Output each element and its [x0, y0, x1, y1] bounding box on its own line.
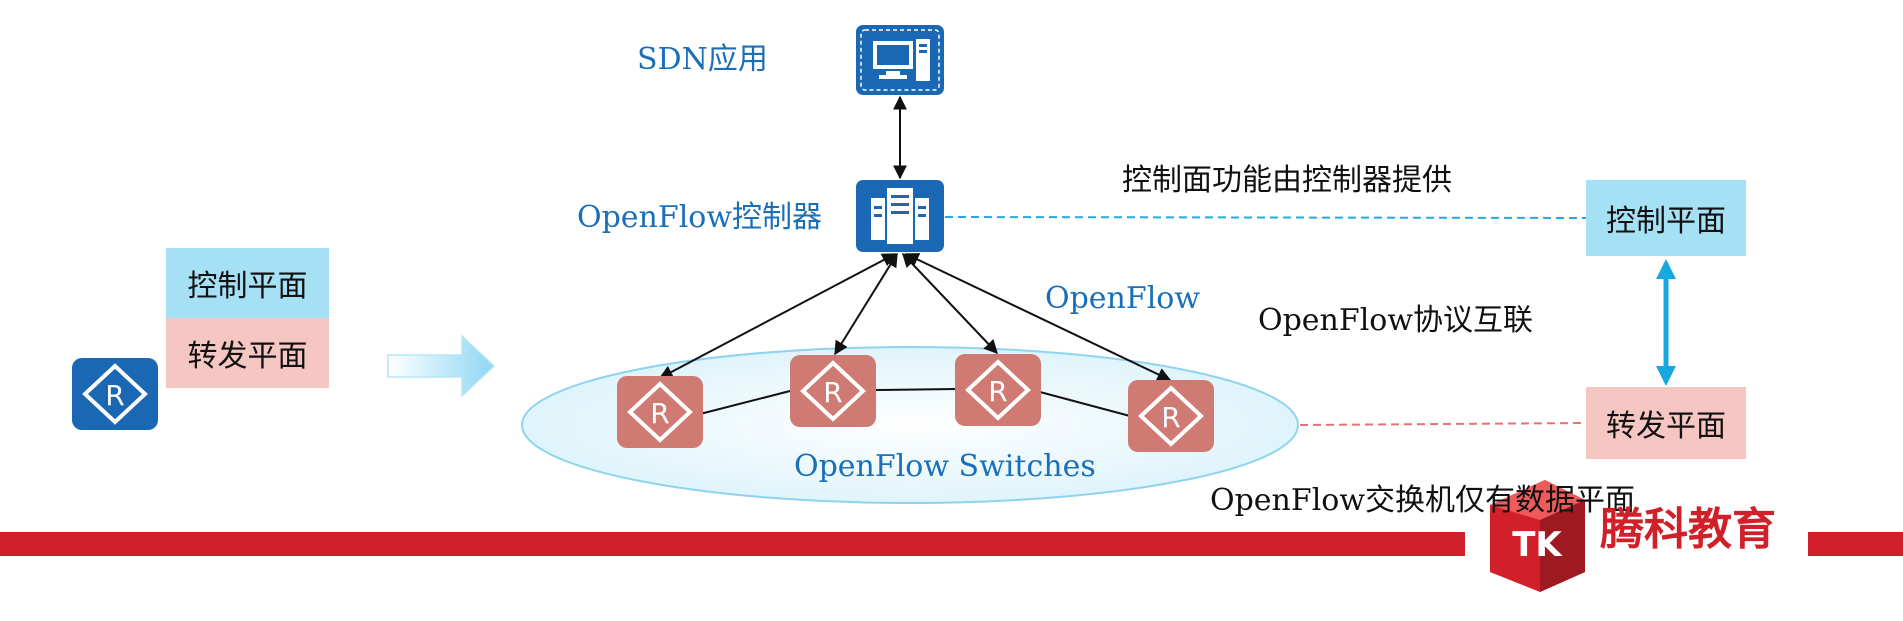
arrow-controller-s4 — [904, 253, 1172, 381]
link-s1-s2 — [699, 390, 791, 415]
dashed-forward-link — [1299, 422, 1589, 426]
sdn-app-label: SDN应用 — [637, 42, 768, 77]
sdn-control-plane: 控制平面 — [1586, 180, 1746, 256]
transition-arrow — [387, 334, 496, 398]
brand-band-left — [0, 532, 1465, 556]
openflow-switch-3-icon — [955, 354, 1041, 426]
brand-name: 腾科教育 — [1600, 504, 1776, 555]
legacy-forwarding-plane: 转发平面 — [166, 318, 329, 388]
controller-label: OpenFlow控制器 — [577, 200, 823, 235]
brand-band-right — [1808, 532, 1903, 556]
link-s3-s4 — [1039, 391, 1131, 417]
arrow-controller-s2 — [834, 252, 898, 356]
link-s2-s3 — [874, 388, 958, 391]
dashed-control-link — [944, 216, 1589, 219]
openflow-switch-2-icon — [790, 355, 876, 427]
legacy-control-plane: 控制平面 — [166, 248, 329, 318]
computer-icon — [856, 25, 944, 95]
switches-label: OpenFlow Switches — [794, 449, 1096, 484]
openflow-switch-1-icon — [617, 376, 703, 448]
sdn-forwarding-plane: 转发平面 — [1586, 387, 1746, 459]
switch-note: OpenFlow交换机仅有数据平面 — [1210, 483, 1636, 518]
openflow-switch-4-icon — [1128, 380, 1214, 452]
arrow-controller-s3 — [902, 252, 998, 355]
control-note: 控制面功能由控制器提供 — [1122, 163, 1452, 198]
brand-logo: TK — [1490, 480, 1585, 592]
protocol-note: OpenFlow协议互联 — [1258, 303, 1534, 338]
legacy-router-icon — [72, 358, 158, 430]
openflow-label: OpenFlow — [1045, 281, 1201, 316]
server-icon — [856, 180, 944, 252]
brand-logo-text: TK — [1512, 525, 1563, 565]
